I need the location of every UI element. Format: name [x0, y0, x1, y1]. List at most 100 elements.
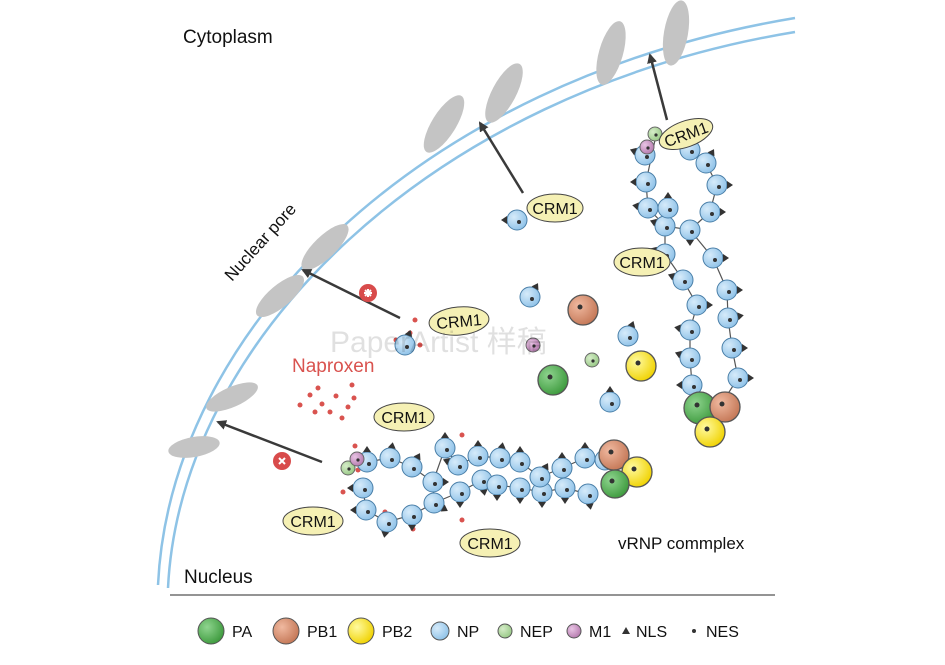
vrnp-molecules	[340, 126, 754, 538]
nes-marker	[412, 515, 416, 519]
np-protein	[695, 149, 717, 174]
nls-marker	[737, 286, 743, 294]
nls-marker	[748, 374, 754, 382]
nls-marker	[558, 452, 566, 458]
pa-protein	[537, 364, 569, 396]
nls-marker	[404, 329, 413, 337]
np-protein	[674, 347, 701, 369]
nls-marker	[408, 525, 416, 531]
nes-marker	[478, 456, 482, 460]
naproxen-dot	[340, 489, 346, 495]
np-protein	[519, 283, 541, 308]
watermark: PaperArtist 样稿	[330, 326, 547, 359]
nes-marker	[690, 358, 694, 362]
nuclear-pore	[485, 63, 523, 123]
nls-marker	[541, 463, 549, 471]
pa-protein	[600, 469, 630, 499]
np-protein	[442, 454, 469, 476]
nes-marker	[542, 492, 546, 496]
np-protein	[649, 215, 676, 237]
m1-legend-swatch	[566, 623, 582, 639]
crm1-label: CRM1	[290, 514, 335, 531]
nls-marker	[727, 181, 733, 189]
nls-marker	[686, 240, 694, 246]
np-protein	[716, 279, 743, 301]
nes-marker	[728, 318, 732, 322]
pb1-legend-swatch	[272, 617, 300, 645]
naproxen-dot	[297, 402, 303, 408]
legend-label-nls: NLS	[636, 624, 667, 641]
nls-marker	[627, 320, 636, 328]
nes-marker	[366, 510, 370, 514]
nls-marker	[629, 147, 637, 156]
nes-marker	[713, 258, 717, 262]
nls-marker	[381, 531, 390, 538]
crm1-protein: CRM1	[526, 193, 584, 223]
legend-label-nes: NES	[706, 624, 739, 641]
nes-marker	[690, 150, 694, 154]
np-protein	[702, 247, 729, 269]
np-protein	[632, 197, 659, 219]
nls-marker	[737, 312, 744, 321]
naproxen-dot	[319, 401, 325, 407]
nes-marker	[520, 488, 524, 492]
nls-marker	[561, 498, 569, 504]
crm1-protein: CRM1	[459, 528, 521, 558]
np-protein	[674, 319, 701, 341]
nls-marker	[347, 484, 353, 492]
np-protein	[721, 337, 748, 359]
nes-marker	[690, 330, 694, 334]
nls-marker	[538, 502, 546, 508]
nes-marker	[497, 485, 501, 489]
np-protein	[423, 492, 448, 514]
np-protein	[489, 442, 511, 469]
nuclear-pores	[168, 0, 690, 458]
np-protein	[667, 269, 694, 291]
np-protein	[679, 219, 701, 246]
nuclear-pore	[423, 95, 465, 153]
nes-marker	[697, 305, 701, 309]
pb2-protein	[625, 350, 657, 382]
legend-label-m1: M1	[589, 624, 611, 641]
nes-marker	[363, 488, 367, 492]
nes-marker	[540, 477, 544, 481]
crm1-protein: CRM1	[282, 506, 344, 536]
nls-marker	[350, 506, 356, 514]
inhibition-symbols	[273, 284, 377, 470]
np-protein	[347, 477, 374, 499]
nes-marker	[668, 208, 672, 212]
nes-marker	[460, 492, 464, 496]
nes-marker	[458, 465, 462, 469]
export-arrow	[478, 121, 525, 194]
nes-marker	[727, 290, 731, 294]
nes-legend-icon	[692, 629, 696, 633]
nls-marker	[440, 504, 448, 512]
nes-marker	[565, 488, 569, 492]
np-protein	[401, 453, 423, 478]
pb1-protein	[567, 294, 599, 326]
np-protein	[467, 440, 489, 467]
np-protein	[509, 446, 531, 473]
crm1-label: CRM1	[619, 255, 664, 272]
nes-marker	[562, 468, 566, 472]
naproxen-dot	[412, 317, 418, 323]
nep-protein	[340, 460, 356, 476]
nls-marker	[723, 254, 729, 262]
nls-marker	[387, 442, 396, 449]
nls-marker	[632, 202, 639, 211]
naproxen-dot	[315, 385, 321, 391]
pb1-protein	[709, 391, 741, 423]
export-arrow	[216, 420, 323, 464]
crm1-label: CRM1	[436, 312, 483, 333]
naproxen-dot	[333, 393, 339, 399]
np-protein	[376, 511, 398, 538]
nls-marker	[501, 216, 507, 224]
vrnp-complex-label: vRNP commplex	[618, 534, 745, 553]
naproxen-molecules	[297, 317, 465, 532]
naproxen-dot	[307, 392, 313, 398]
np-protein	[529, 463, 551, 488]
legend-item-nep: NEP	[497, 623, 553, 641]
np-protein	[486, 474, 508, 501]
